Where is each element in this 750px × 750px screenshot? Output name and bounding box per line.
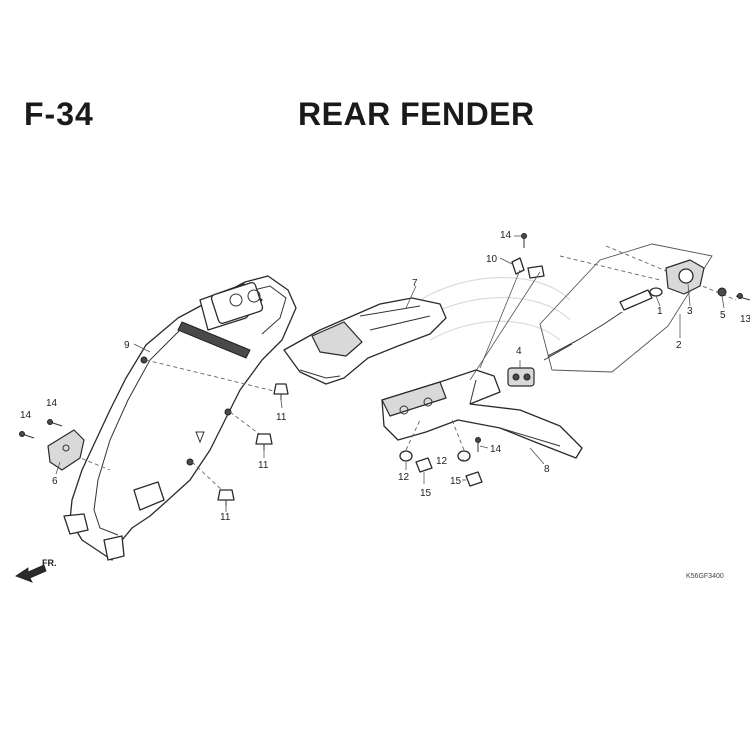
fastener-line-1 (145, 359, 279, 393)
callout-labels: 1 2 3 4 5 6 7 8 9 10 11 11 11 12 12 13 1… (20, 230, 750, 523)
clip-part-11b (255, 433, 273, 450)
rear-fender-part (63, 275, 297, 561)
bolt-part-15b (465, 471, 483, 487)
callout-11a: 11 (276, 412, 287, 423)
callout-5: 5 (720, 310, 726, 321)
front-arrow-icon (15, 564, 47, 583)
drawing-code: K56GF3400 (686, 573, 724, 580)
fastener-line-6 (451, 419, 465, 451)
license-bracket-part-8 (381, 369, 583, 459)
license-light-assembly (469, 233, 750, 381)
screw-part-14b (47, 419, 63, 427)
callout-6: 6 (52, 476, 58, 487)
callout-14d: 14 (500, 230, 512, 241)
callout-8: 8 (544, 464, 550, 475)
inner-cover-part-7 (283, 297, 447, 385)
callout-1: 1 (657, 306, 663, 317)
callout-9: 9 (124, 340, 130, 351)
callout-13: 13 (740, 314, 750, 325)
callout-12a: 12 (398, 472, 410, 483)
fastener-line-3 (191, 461, 225, 493)
screw-part-14a (19, 431, 35, 439)
callout-14a: 14 (20, 410, 32, 421)
leader-lines (55, 235, 725, 512)
nut-part-12a (399, 450, 413, 462)
clip-part-11c (217, 489, 235, 506)
callout-15a: 15 (420, 488, 432, 499)
reflector-block-part-4 (507, 367, 535, 387)
clip-part-11a (273, 383, 289, 400)
callout-10: 10 (486, 254, 498, 265)
fastener-line-5 (405, 419, 421, 451)
fastener-line-2 (229, 411, 263, 437)
figure-title: REAR FENDER (298, 96, 535, 132)
bolt-part-15a (415, 457, 433, 473)
callout-14b: 14 (46, 398, 58, 409)
callout-2: 2 (676, 340, 682, 351)
screw-part-14c (475, 437, 481, 452)
callout-15b: 15 (450, 476, 462, 487)
bracket-part-6 (47, 429, 85, 471)
callout-11b: 11 (258, 460, 269, 471)
figure-number: F-34 (24, 96, 94, 132)
front-direction-label: FR. (42, 558, 57, 568)
front-direction-marker: FR. (15, 558, 57, 583)
callout-3: 3 (687, 306, 693, 317)
callout-12b: 12 (436, 456, 448, 467)
callout-7: 7 (412, 278, 418, 289)
callout-11c: 11 (220, 512, 231, 523)
nut-part-12b (457, 450, 471, 462)
callout-4: 4 (516, 346, 522, 357)
callout-14c: 14 (490, 444, 502, 455)
